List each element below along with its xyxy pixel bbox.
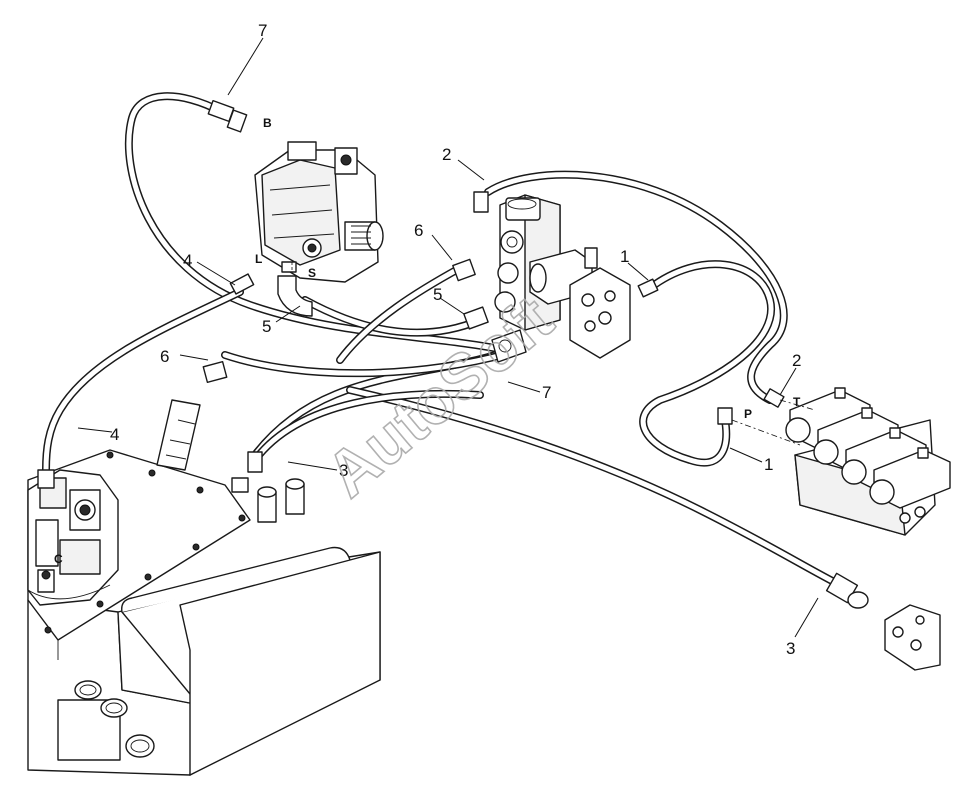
- callout-1-top: 1: [620, 247, 629, 266]
- hoses: [42, 92, 844, 589]
- control-valve-block: [494, 194, 631, 359]
- callout-6-top: 6: [414, 221, 423, 240]
- callout-5-center: 5: [433, 285, 442, 304]
- partial-valve-bottom-right: [884, 604, 941, 671]
- hose-2: [484, 170, 788, 404]
- callout-3-bottom: 3: [786, 639, 795, 658]
- port-label-p: P: [744, 407, 752, 421]
- callout-6-left: 6: [160, 347, 169, 366]
- directional-valve-bank: [785, 387, 951, 536]
- tank-top-fittings: [257, 478, 305, 523]
- hose-6: [221, 264, 524, 378]
- tank-outlet-fittings: [57, 680, 155, 761]
- callout-2-right: 2: [792, 351, 801, 370]
- watermark-text: AutoSoft: [313, 282, 566, 511]
- hose-7-lower: [251, 389, 484, 464]
- center-lines: [291, 262, 816, 446]
- callout-numbers: 7 2 6 1 4 5 5 6 2 7 4 3 1 3: [110, 21, 801, 658]
- hydraulic-pump: [254, 141, 384, 283]
- callout-5-left: 5: [262, 317, 271, 336]
- port-label-b: B: [263, 116, 272, 130]
- solenoid-valves: [785, 387, 951, 509]
- port-label-l: L: [255, 252, 262, 266]
- port-label-c: C: [54, 552, 63, 566]
- port-label-s: S: [308, 266, 316, 280]
- callout-3-center: 3: [339, 461, 348, 480]
- hose-fittings: [37, 99, 869, 609]
- port-label-t: T: [793, 395, 801, 409]
- plate-bolts: [44, 451, 246, 634]
- callout-1-right: 1: [764, 455, 773, 474]
- callout-2-top: 2: [442, 145, 451, 164]
- callout-4-left: 4: [110, 425, 119, 444]
- callout-7-center: 7: [542, 383, 551, 402]
- leader-lines: [77, 37, 819, 638]
- callout-7-top: 7: [258, 21, 267, 40]
- callout-4-top: 4: [183, 251, 192, 270]
- hose-4: [42, 288, 244, 474]
- hose-3: [346, 386, 844, 589]
- hose-5-lower: [301, 296, 484, 337]
- hose-1: [639, 260, 776, 467]
- port-labels: B L S T P C: [54, 116, 801, 566]
- filter-head-assembly: [27, 469, 119, 606]
